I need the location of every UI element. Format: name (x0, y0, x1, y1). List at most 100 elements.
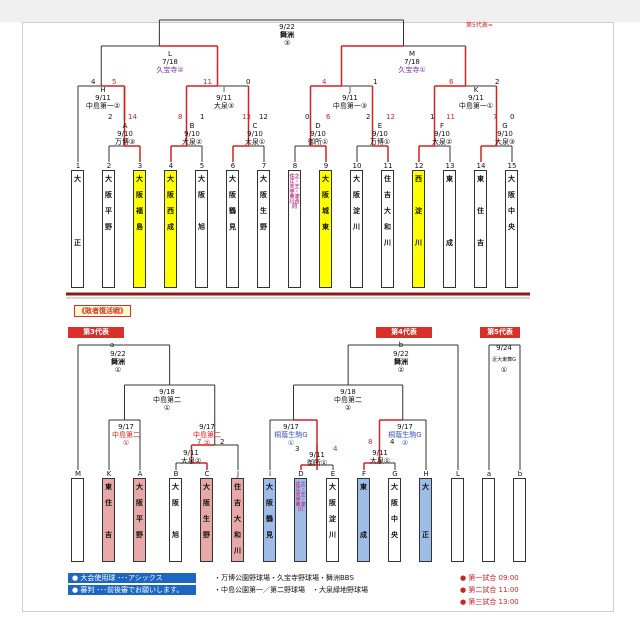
team-box: 大 阪 旭 (169, 478, 182, 562)
match-p1-game: ① (122, 439, 130, 447)
match-C-venue: 大泉① (244, 138, 266, 146)
match-D-venue: 御所① (307, 138, 329, 146)
score-F-right: 11 (446, 113, 455, 121)
match-J-venue: 中島第一③ (332, 102, 368, 110)
game-time-1: ● 第一試合 09:00 (460, 574, 519, 582)
match-M-label: M (408, 50, 416, 58)
team-box: 大 阪 鶴 見 (226, 170, 239, 288)
team-name: 大 阪 旭 (198, 175, 205, 231)
match-F-venue: 大泉② (431, 138, 453, 146)
team-name: 大 阪 平 野 (136, 483, 143, 539)
team-number: 6 (230, 162, 236, 170)
team-box: 東 住 吉 (102, 478, 115, 562)
game-time-2: ● 第二試合 11:00 (460, 586, 519, 594)
match-B-label: B (189, 122, 195, 130)
team-slot-letter: M (74, 470, 82, 478)
third-rep-banner: 第3代表 (68, 327, 124, 338)
match-b-label: b (398, 341, 404, 349)
team-name: 東 住 吉 (105, 483, 112, 539)
score-H-right: 5 (112, 78, 117, 86)
match-B-date: 9/10 (184, 130, 200, 138)
match-H-venue: 中島第一② (85, 102, 121, 110)
match-b-venue: 舞洲 (394, 358, 408, 366)
match-c-game: ① (500, 366, 508, 374)
team-box: 住 吉 大 和 川 (231, 478, 244, 562)
team-box: 大 阪 鶴 見 (263, 478, 276, 562)
match-D-label: D (315, 122, 321, 130)
match-G-label: G (502, 122, 508, 130)
team-box: 住 吉 大 和 川 (381, 170, 394, 288)
match-p3-game: ① (287, 439, 295, 447)
score-K-left: 6 (449, 78, 454, 86)
match-n2-game: ② (344, 404, 352, 412)
team-box: 東 住 吉 (474, 170, 487, 288)
match-q1-venue: 大泉② (180, 457, 202, 465)
match-I-label: I (222, 86, 226, 94)
match-q2-venue: 御所① (306, 459, 328, 467)
team-box: 大 阪 平 野 (133, 478, 146, 562)
team-name: 東 成 (360, 483, 367, 539)
team-box (482, 478, 495, 562)
team-box: 大 阪 旭 (195, 170, 208, 288)
match-A-venue: 万博③ (114, 138, 136, 146)
score-q1-right: 2 (220, 438, 225, 446)
team-slot-letter: B (173, 470, 179, 478)
final-date: 9/22 (279, 23, 295, 31)
score-D-left: 0 (305, 113, 310, 121)
score-G-left: 7 (493, 113, 498, 121)
top-margin (0, 0, 640, 22)
team-box: 住之江・天王寺・東淀川 (294, 478, 307, 562)
score-C-left: 13 (242, 113, 251, 121)
match-a-venue: 舞洲 (111, 358, 125, 366)
score-E-left: 2 (366, 113, 371, 121)
team-name: 大 阪 中 央 (508, 175, 515, 231)
match-J-date: 9/11 (342, 94, 358, 102)
team-name: 住之江・天王寺・東淀川 (295, 482, 306, 513)
team-box: 大 正 (419, 478, 432, 562)
venues-line-1: ・万博公園野球場・久宝寺野球場・舞洲BBS (214, 574, 354, 582)
team-box: 大 阪 淀 川 (350, 170, 363, 288)
team-box: 大 阪 平 野 (102, 170, 115, 288)
team-number: 11 (383, 162, 393, 170)
match-M-venue: 久宝寺① (398, 66, 426, 74)
score-B-right: 1 (200, 113, 205, 121)
team-name: 大 阪 西 成 (167, 175, 174, 231)
score-A-left: 2 (108, 113, 113, 121)
match-L-venue: 久宝寺② (156, 66, 184, 74)
final-game: ③ (283, 39, 291, 47)
match-q2-date: 9/11 (309, 451, 325, 459)
score-I-right: 0 (246, 78, 251, 86)
match-M-date: 7/18 (404, 58, 420, 66)
match-B-venue: 大泉② (181, 138, 203, 146)
match-H-label: H (100, 86, 106, 94)
team-slot-letter: b (517, 470, 523, 478)
match-c-venue: 近大東舞G (492, 357, 516, 363)
match-n1-date: 9/18 (159, 388, 175, 396)
team-slot-letter: A (137, 470, 143, 478)
match-b-game: ② (397, 366, 405, 374)
match-F-label: F (439, 122, 445, 130)
team-name: 大 正 (422, 483, 429, 539)
team-slot-letter: I (268, 470, 272, 478)
team-number: 12 (414, 162, 424, 170)
team-number: 13 (445, 162, 455, 170)
match-b-date: 9/22 (393, 350, 409, 358)
team-slot-letter: L (456, 470, 460, 478)
team-slot-letter: F (361, 470, 367, 478)
match-K-label: K (473, 86, 479, 94)
match-p1-date: 9/17 (118, 423, 134, 431)
team-name: 住 吉 大 和 川 (234, 483, 241, 555)
ball-info: ● 大会使用球 ･･･アシックス (68, 573, 196, 583)
score-G-right: 0 (510, 113, 515, 121)
team-name: 大 阪 旭 (172, 483, 179, 539)
match-n2-venue: 中島第二 (334, 396, 362, 404)
match-H-date: 9/11 (95, 94, 111, 102)
game-time-3: ● 第三試合 13:00 (460, 598, 519, 606)
team-box: 大 阪 福 島 (133, 170, 146, 288)
match-a-label: a (109, 341, 115, 349)
match-I-venue: 大泉③ (213, 102, 235, 110)
team-number: 3 (137, 162, 143, 170)
team-number: 8 (292, 162, 298, 170)
match-p4-date: 9/17 (397, 423, 413, 431)
